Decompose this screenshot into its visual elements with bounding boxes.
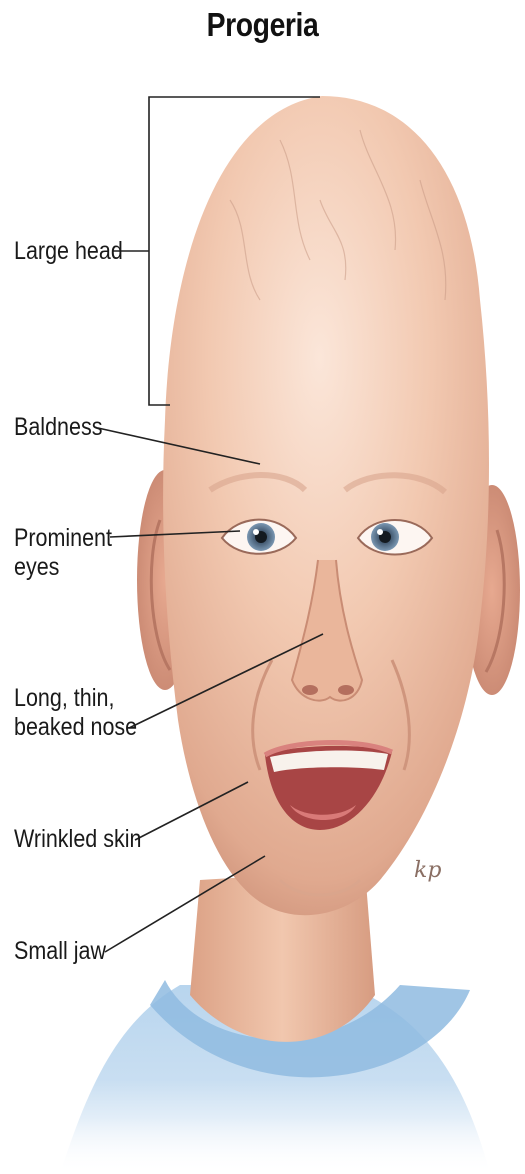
label-small-jaw: Small jaw [14, 937, 106, 966]
label-large-head: Large head [14, 237, 123, 266]
label-prominent-eyes: Prominent eyes [14, 524, 112, 582]
artist-signature: kp [414, 858, 441, 883]
label-baldness: Baldness [14, 413, 102, 442]
label-beaked-nose: Long, thin, beaked nose [14, 684, 137, 742]
label-wrinkled-skin: Wrinkled skin [14, 825, 141, 854]
